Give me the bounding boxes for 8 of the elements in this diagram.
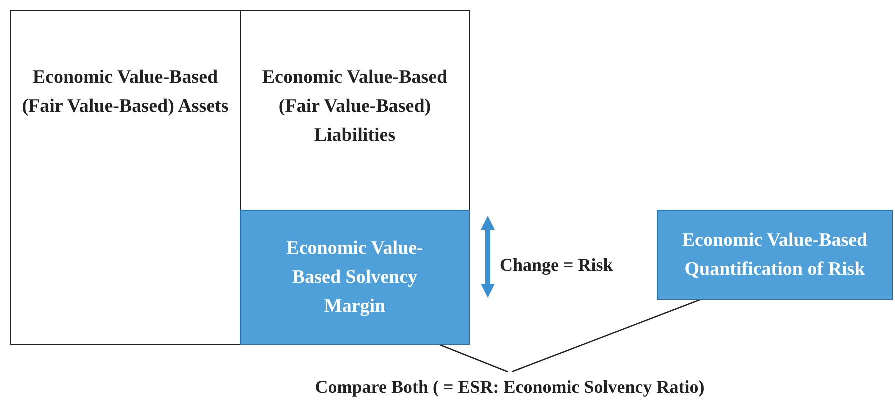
connector-line — [512, 299, 700, 373]
caption-text: Compare Both ( = ESR: Economic Solvency Ratio) — [270, 372, 750, 402]
highlighted-box: Economic Value-Based Quantification of Risk — [657, 210, 893, 300]
text-box: Economic Value-Based (Fair Value-Based) Assets — [10, 10, 241, 345]
annotation-text: Change = Risk — [500, 254, 614, 277]
connector-line — [440, 344, 508, 373]
highlighted-box: Economic Value-Based Solvency Margin — [240, 210, 470, 345]
text-box: Economic Value-Based (Fair Value-Based) Liabilities — [240, 10, 470, 211]
